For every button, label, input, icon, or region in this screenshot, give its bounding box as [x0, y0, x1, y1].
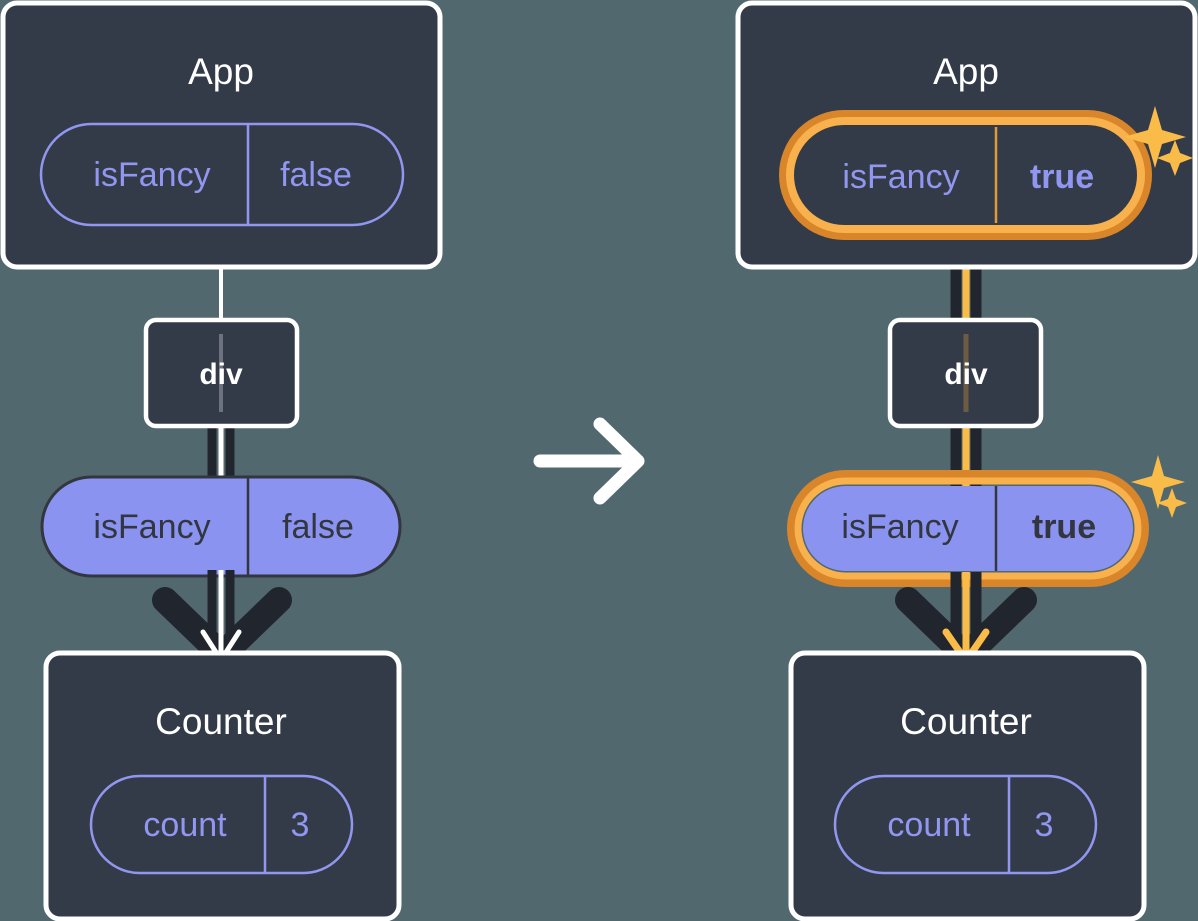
pill-key-label: count — [887, 806, 971, 844]
app-prop-pill-after[interactable]: isFancy true — [779, 110, 1152, 240]
pill-value-label: false — [280, 156, 352, 194]
pill-key-label: isFancy — [842, 158, 959, 196]
panel-after: App isFancy true div — [735, 0, 1198, 921]
pill-outline — [89, 774, 354, 875]
pill-value-label: 3 — [291, 806, 310, 844]
div-box-after[interactable]: div — [887, 317, 1044, 429]
arrow-right-icon — [533, 417, 645, 505]
pill-highlight-inner-ring — [786, 117, 1145, 233]
app-title-after: App — [933, 51, 999, 92]
passed-prop-pill-before[interactable]: isFancy false — [40, 475, 402, 578]
counter-state-pill-before[interactable]: count 3 — [89, 774, 354, 875]
pill-value-label: 3 — [1035, 806, 1054, 844]
pill-outline — [39, 122, 405, 227]
counter-title-before: Counter — [155, 701, 287, 742]
passed-prop-pill-after[interactable]: isFancy true — [787, 470, 1149, 587]
pill-outline — [833, 774, 1098, 875]
flow-arrow-before — [152, 570, 292, 668]
pill-solid — [803, 486, 1133, 571]
app-prop-pill-before[interactable]: isFancy false — [39, 122, 405, 227]
div-title-label: div — [199, 358, 243, 391]
pill-key-label: isFancy — [93, 156, 210, 194]
pill-value-label: true — [1030, 158, 1094, 196]
counter-state-pill-after[interactable]: count 3 — [833, 774, 1098, 875]
pill-key-label: count — [143, 806, 227, 844]
pill-value-label: false — [282, 508, 354, 546]
pill-inner-fill — [796, 127, 1135, 223]
div-box-before[interactable]: div — [143, 317, 300, 429]
counter-box-after[interactable] — [788, 650, 1147, 921]
app-title-before: App — [188, 51, 254, 92]
counter-box-before[interactable] — [43, 650, 402, 921]
pill-key-label: isFancy — [841, 508, 958, 546]
pill-key-label: isFancy — [93, 508, 210, 546]
div-title-label: div — [944, 358, 988, 391]
sparkle-icon-app — [1124, 106, 1193, 176]
pill-value-label: true — [1032, 508, 1096, 546]
panel-before: App isFancy false div isFancy false — [0, 0, 443, 921]
sparkle-icon-passed — [1131, 455, 1187, 518]
app-box-before[interactable] — [0, 0, 443, 270]
counter-title-after: Counter — [900, 701, 1032, 742]
